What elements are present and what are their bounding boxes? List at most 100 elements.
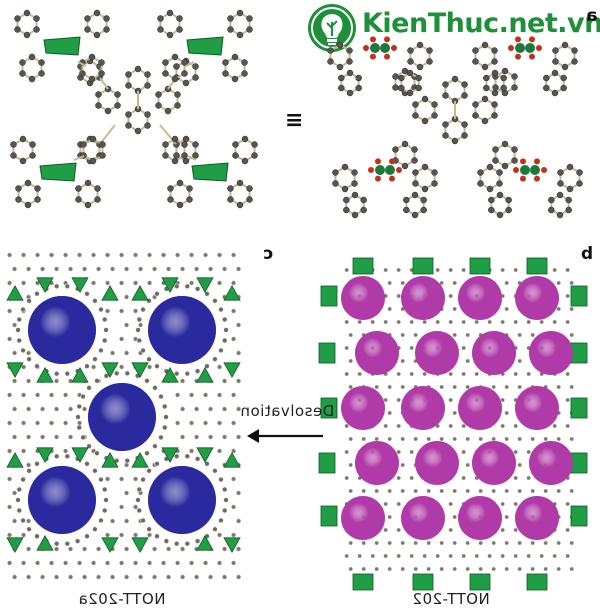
framework-atom: [569, 306, 574, 312]
green-tetrahedron: [131, 537, 149, 554]
green-tetrahedron: [223, 284, 241, 301]
oxygen-atom: [513, 167, 519, 173]
framework-atom: [452, 488, 457, 494]
framework-atom: [426, 436, 431, 442]
green-tetrahedron: [6, 362, 24, 379]
phenyl-ring: [19, 53, 45, 83]
framework-atom: [26, 468, 32, 474]
blue-cavity-sphere-shade: [88, 383, 156, 451]
framework-atom: [222, 406, 228, 412]
green-tetrahedron: [101, 451, 119, 468]
framework-atom: [530, 332, 535, 338]
framework-atom: [396, 449, 401, 455]
phenyl-ring: [442, 75, 468, 105]
framework-atom: [173, 283, 180, 290]
framework-atom: [387, 540, 392, 546]
framework-atom: [526, 475, 531, 481]
green-tetrahedron: [101, 362, 119, 379]
framework-atom: [212, 298, 218, 304]
purple-cavity-sphere-shade: [401, 276, 445, 320]
oxygen-atom: [534, 158, 540, 165]
framework-atom: [348, 462, 353, 468]
framework-atom: [180, 546, 186, 552]
framework-atom: [68, 546, 74, 552]
framework-atom: [92, 526, 98, 532]
oxygen-atom: [389, 158, 395, 165]
framework-atom: [136, 486, 142, 493]
oxygen-atom: [515, 36, 521, 43]
phenyl-ring: [155, 85, 181, 115]
green-tetrahedron: [6, 451, 24, 468]
phenyl-ring: [492, 67, 518, 97]
framework-atom: [77, 252, 83, 258]
leaf-bulb-logo-icon: [308, 4, 356, 52]
framework-atom: [348, 540, 353, 546]
oxygen-atom: [529, 36, 535, 43]
framework-atom: [513, 501, 518, 507]
framework-atom: [491, 540, 496, 546]
framework-atom: [396, 371, 401, 377]
framework-atom: [91, 364, 97, 370]
purple-cavity-sphere-shade: [415, 441, 459, 485]
framework-atom: [374, 436, 379, 442]
framework-atom: [80, 434, 86, 441]
framework-atom: [517, 384, 522, 390]
framework-atom: [40, 434, 46, 440]
phenyl-ring: [442, 115, 468, 145]
blue-cavity-sphere-shade: [148, 466, 216, 534]
framework-atom: [135, 497, 141, 503]
purple-cavity-sphere-shade: [401, 386, 445, 430]
phenyl-ring: [392, 140, 418, 170]
framework-atom: [217, 448, 223, 454]
framework-atom: [135, 327, 141, 333]
framework-atom: [103, 497, 109, 503]
green-tetrahedron: [101, 284, 119, 301]
framework-atom: [348, 332, 353, 338]
framework-atom: [175, 560, 181, 566]
framework-atom: [204, 461, 210, 467]
framework-atom: [140, 306, 146, 313]
framework-atom: [217, 280, 223, 286]
framework-atom: [461, 553, 466, 559]
green-tetrahedron: [131, 284, 149, 301]
framework-atom: [517, 566, 522, 572]
framework-atom: [217, 364, 223, 370]
watermark-logo: KienThuc.net.vn: [306, 2, 600, 54]
framework-atom: [452, 332, 457, 338]
framework-atom: [12, 490, 18, 496]
framework-atom: [491, 384, 496, 390]
framework-atom: [7, 308, 13, 314]
green-tetrahedron: [36, 534, 54, 551]
framework-atom: [448, 501, 453, 507]
framework-atom: [98, 347, 104, 354]
framework-atom: [35, 420, 41, 426]
phenyl-ring: [227, 9, 253, 39]
framework-atom: [26, 298, 32, 304]
framework-atom: [166, 266, 172, 272]
framework-atom: [348, 358, 353, 364]
framework-atom: [517, 488, 522, 494]
framework-atom: [173, 453, 180, 460]
framework-atom: [348, 384, 353, 390]
framework-atom: [387, 436, 392, 442]
framework-atom: [53, 370, 60, 377]
framework-atom: [543, 436, 548, 442]
framework-atom: [147, 252, 153, 258]
framework-atom: [500, 501, 505, 507]
framework-atom: [357, 371, 362, 377]
framework-atom: [448, 397, 453, 403]
framework-atom: [504, 306, 509, 312]
framework-atom: [217, 560, 223, 566]
phenyl-ring: [80, 135, 106, 165]
oxygen-atom: [368, 167, 374, 173]
framework-atom: [231, 280, 237, 286]
framework-atom: [208, 434, 214, 440]
framework-atom: [487, 319, 492, 325]
framework-atom: [147, 280, 153, 286]
framework-atom: [82, 574, 88, 580]
framework-atom: [119, 280, 125, 286]
framework-atom: [409, 345, 414, 351]
framework-atom: [76, 403, 82, 410]
framework-atom: [383, 501, 388, 507]
framework-atom: [517, 462, 522, 468]
